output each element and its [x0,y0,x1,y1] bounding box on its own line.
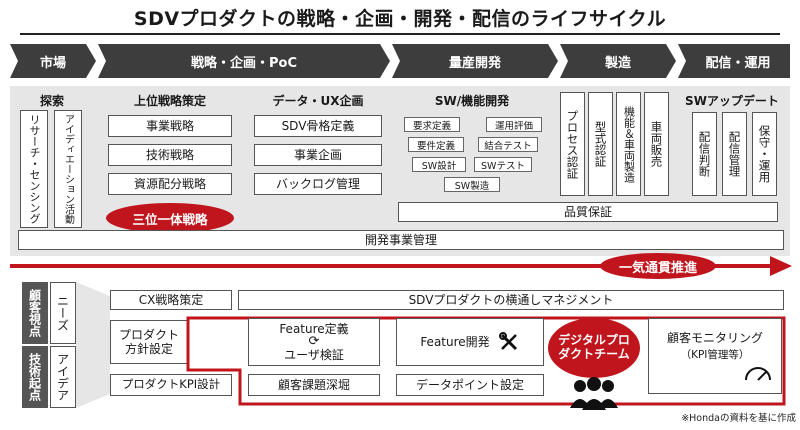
label-needs: ニーズ [50,282,76,344]
phase-chevron-strategy [98,44,390,78]
data-ux-backlog: バックログ管理 [254,173,382,195]
sw-test: SWテスト [474,157,532,172]
mfg-process-cert: プロセス認証 [560,92,585,196]
mfg-type-cert: 型式認証 [588,92,613,196]
sw-design: SW設計 [412,157,466,172]
strategy-technology: 技術戦略 [108,144,232,166]
digital-area-outline [186,316,786,406]
phase-market: 市場 [39,55,66,71]
digital-area-polygon [186,316,786,406]
digital-product-team-badge: デジタルプロダクトチーム [548,318,640,378]
feature-development-box: Feature開発 [396,318,544,366]
push-arrow-head [770,256,792,276]
sw-integration-test: 結合テスト [478,137,538,152]
people-icon [570,377,618,410]
kpi-management-label: （KPI管理等） [680,348,750,361]
strategy-resource: 資源配分戦略 [108,173,232,195]
update-management: 配信管理 [722,112,747,196]
phase-chevron-delivery [678,44,790,78]
phase-chevron-manufacturing [560,44,676,78]
diagram-title: SDVプロダクトの戦略・企画・開発・配信のライフサイクル [133,8,667,30]
feature-definition-box: Feature定義 ⟳ ユーザ検証 [248,318,380,366]
phase-strategy: 戦略・企画・PoC [191,55,297,71]
sw-head: SW/機能開発 [434,94,510,108]
funnel-polygon [76,282,110,408]
phase-chevron-development [392,44,558,78]
push-arrow [10,256,792,276]
trinity-strategy-badge: 三位一体戦略 [106,203,234,233]
feature-development-label: Feature開発 [420,334,490,349]
data-ux-head: データ・UX企画 [272,94,364,108]
label-tech-origin: 技術起点 [22,346,48,408]
user-verification-label: ユーザ検証 [284,348,344,362]
data-ux-skeleton: SDV骨格定義 [254,115,382,137]
source-note: ※Hondaの資料を基に作成 [681,413,796,424]
cross-management: SDVプロダクトの横通しマネジメント [238,290,784,310]
dev-business-management: 開発事業管理 [18,230,784,250]
phase-chevrons [10,44,790,78]
phase-manufacturing: 製造 [604,55,631,71]
tools-icon [498,332,517,351]
data-ux-planning: 事業企画 [254,144,382,166]
update-maintenance: 保守・運用 [752,112,777,196]
data-point-box: データポイント設定 [396,374,544,396]
phase-chevron-market [10,44,96,78]
update-judgement: 配信判断 [692,112,717,196]
cx-strategy: CX戦略策定 [110,290,232,310]
customer-monitoring-label: 顧客モニタリング [666,330,763,345]
product-kpi: プロダクトKPI設計 [110,374,232,396]
quality-assurance: 品質保証 [398,202,778,222]
sw-requirement: 要求定義 [404,117,460,132]
customer-issue-box: 顧客課題深堀 [248,374,380,396]
sw-build: SW製造 [444,177,500,192]
sw-spec: 要件定義 [408,137,464,152]
refresh-icon: ⟳ [308,334,320,349]
explore-ideation: アイディエーション活動 [54,110,82,228]
strategy-business: 事業戦略 [108,115,232,137]
product-policy: プロダクト方針設定 [110,320,188,364]
funnel-shape [76,282,110,408]
explore-research: リサーチ・センシング [20,110,48,228]
push-arrow-shaft [10,264,770,268]
update-head: SWアップデート [685,94,779,108]
gauge-icon [745,367,771,382]
label-idea: アイデア [50,346,76,408]
phase-development: 量産開発 [448,55,501,71]
mfg-function-vehicle: 機能＆車両製造 [616,92,641,196]
label-customer-view: 顧客視点 [22,282,48,344]
title-underline [20,33,780,35]
mfg-vehicle-sales: 車両販売 [644,92,669,196]
feature-definition-label: Feature定義 [279,321,349,336]
explore-head: 探索 [39,94,64,108]
phase-delivery: 配信・運用 [705,55,771,71]
customer-monitoring-box: 顧客モニタリング （KPI管理等） [648,318,782,394]
push-badge: 一気通貫推進 [600,253,716,279]
sw-operation-eval: 運用評価 [486,117,542,132]
strategy-head: 上位戦略策定 [133,94,206,108]
